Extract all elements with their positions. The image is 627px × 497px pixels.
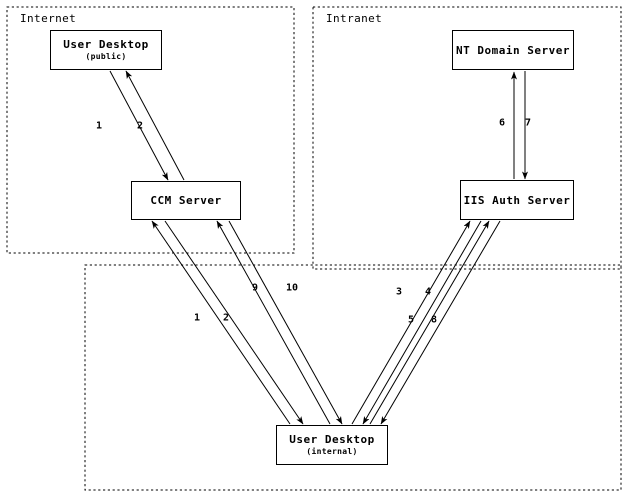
edge-label-6: 6: [498, 117, 506, 129]
edge-label-8: 8: [430, 314, 438, 326]
node-user-desktop-public[interactable]: User Desktop (public): [50, 30, 162, 70]
node-title: IIS Auth Server: [463, 193, 571, 207]
edge-line-10: [228, 220, 343, 425]
zone-boundary-internet: [6, 6, 295, 254]
node-nt-domain-server[interactable]: NT Domain Server: [452, 30, 574, 70]
edge-line-5: [369, 220, 490, 425]
edge-label-2-public: 2: [136, 120, 144, 132]
edge-line-2-public: [125, 70, 185, 181]
node-title: CCM Server: [150, 194, 222, 207]
zone-label-internet: Internet: [20, 12, 77, 25]
node-title: User Desktop: [289, 433, 375, 446]
node-subtitle: (internal): [306, 447, 358, 456]
zone-boundary-intranet: [312, 6, 622, 270]
edge-line-1-public: [109, 70, 169, 181]
node-title: User Desktop: [63, 38, 149, 51]
node-user-desktop-internal[interactable]: User Desktop (internal): [276, 425, 388, 465]
edge-line-3: [351, 220, 471, 425]
edge-label-4: 4: [424, 286, 432, 298]
edge-label-9: 9: [251, 282, 259, 294]
edge-label-2-internal: 2: [222, 312, 230, 324]
node-ccm-server[interactable]: CCM Server: [131, 181, 241, 220]
edge-label-1-internal: 1: [193, 312, 201, 324]
edge-label-1-public: 1: [95, 120, 103, 132]
edge-line-8: [380, 220, 501, 425]
node-subtitle: (public): [85, 52, 127, 61]
edge-label-5: 5: [407, 314, 415, 326]
zone-label-intranet: Intranet: [326, 12, 383, 25]
node-iis-auth-server[interactable]: IIS Auth Server: [460, 180, 574, 220]
edge-line-2-internal: [164, 220, 304, 425]
edge-label-10: 10: [285, 282, 299, 294]
edge-label-7: 7: [524, 117, 532, 129]
edge-label-3: 3: [395, 286, 403, 298]
edge-line-4: [362, 220, 482, 425]
edge-line-1-internal: [151, 220, 291, 425]
node-title: NT Domain Server: [456, 43, 570, 57]
zone-boundary-internal: [84, 264, 622, 491]
edge-line-9: [216, 220, 331, 425]
